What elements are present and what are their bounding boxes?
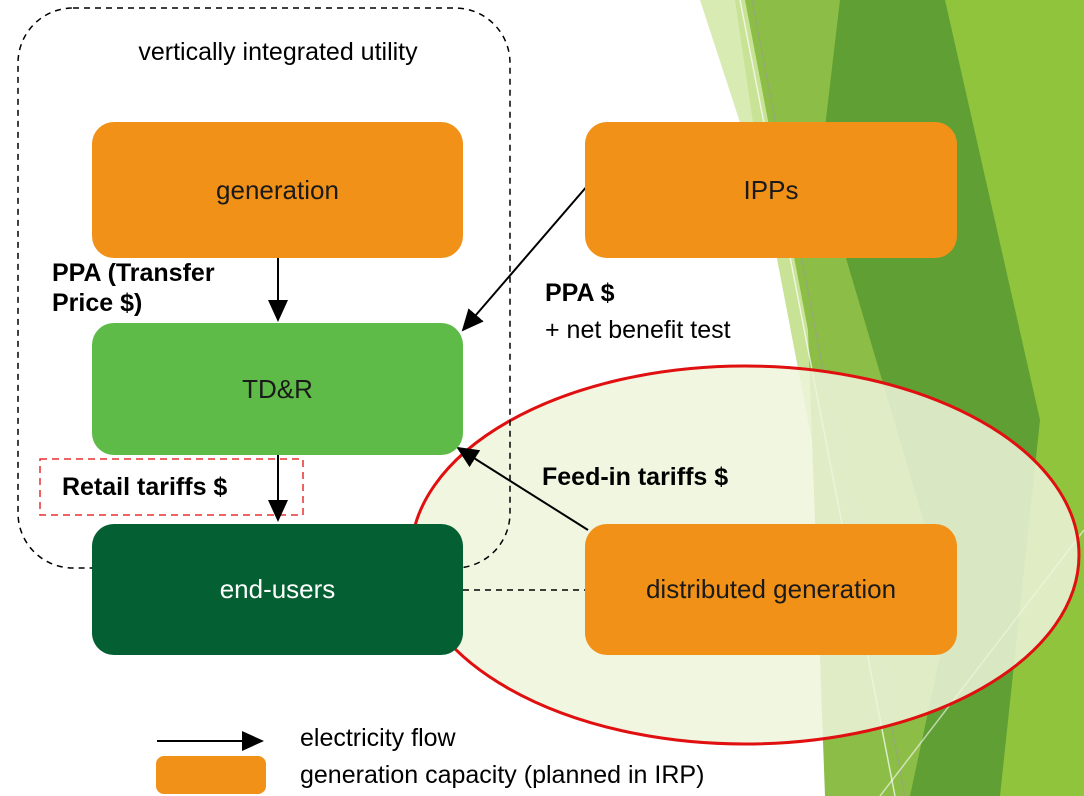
ipps-label: IPPs xyxy=(743,174,799,205)
feed-in-tariffs-label: Feed-in tariffs $ xyxy=(542,463,729,491)
generation-label: generation xyxy=(216,174,339,205)
arrow-dg-to-tdr xyxy=(456,446,589,531)
end-users-box: end-users xyxy=(92,524,463,655)
utility-group-border xyxy=(17,7,511,569)
ipps-box: IPPs xyxy=(585,122,957,258)
end-users-label: end-users xyxy=(219,574,336,604)
legend-orange-swatch xyxy=(156,756,266,794)
legend-electricity-flow: electricity flow xyxy=(300,724,456,752)
tdr-box: TD&R xyxy=(92,323,463,455)
legend-generation-capacity: generation capacity (planned in IRP) xyxy=(300,761,705,789)
ppa-ipp-label: PPA $ xyxy=(545,279,615,307)
arrow-ipps-to-tdr xyxy=(461,184,589,332)
retail-tariffs-label: Retail tariffs $ xyxy=(62,473,228,501)
utility-group-label: vertically integrated utility xyxy=(138,38,418,66)
tdr-label: TD&R xyxy=(242,373,313,404)
ppa-line-1: PPA (Transfer xyxy=(52,259,215,287)
distributed-generation-box: distributed generation xyxy=(585,524,957,655)
ppa-line-2: Price $) xyxy=(52,289,143,317)
generation-box: generation xyxy=(92,122,463,258)
distributed-generation-label: distributed generation xyxy=(645,574,897,604)
net-benefit-label: + net benefit test xyxy=(545,316,731,344)
ppa-transfer-price-label: PPA (Transfer Price $) xyxy=(52,258,215,318)
retail-tariffs-box xyxy=(39,458,304,516)
